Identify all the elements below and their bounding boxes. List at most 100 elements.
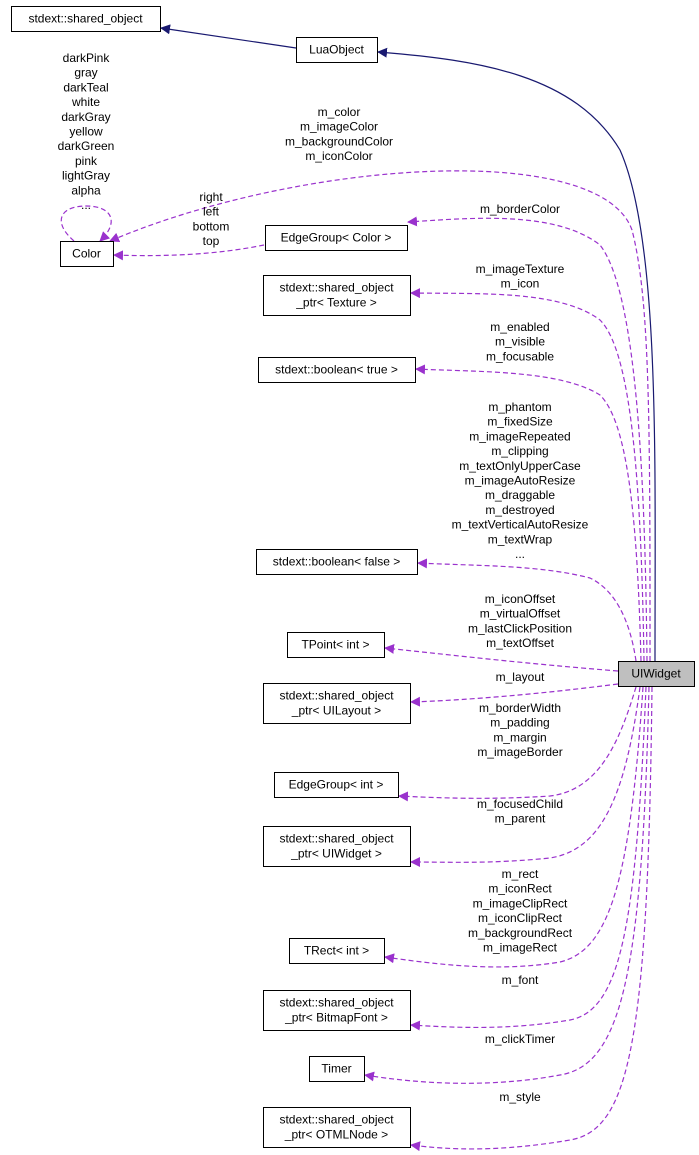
class-name: stdext::shared_object [28, 12, 143, 26]
member-label: m_textVerticalAutoResize [452, 518, 589, 532]
edge-edgegroup-to-color [113, 244, 265, 261]
class-name: stdext::shared_object [279, 996, 394, 1010]
edge-label-widget-to-font: m_font [502, 973, 539, 987]
member-label: alpha [71, 183, 101, 197]
class-box [256, 549, 418, 575]
class-name: _ptr< Texture > [295, 295, 377, 309]
member-label: m_backgroundRect [468, 926, 573, 940]
edge-widget-to-tpoint [384, 643, 619, 672]
member-arrow [113, 244, 265, 261]
member-label: m_backgroundColor [285, 134, 393, 148]
edge-widget-to-bool-false [417, 558, 637, 662]
member-label: m_imageBorder [477, 745, 562, 759]
edge-label-widget-to-edgegroup-color: m_borderColor [480, 202, 560, 216]
class-name: Color [72, 247, 101, 261]
class-node-sop-uilayout[interactable]: stdext::shared_object_ptr< UILayout > [263, 683, 411, 724]
member-arrow [410, 686, 647, 1031]
class-box [263, 683, 411, 724]
class-node-sop-uiwidget[interactable]: stdext::shared_object_ptr< UIWidget > [263, 826, 411, 867]
member-label: gray [74, 66, 97, 80]
edge-label-widget-to-trect: m_rectm_iconRectm_imageClipRectm_iconCli… [468, 867, 573, 955]
member-label: darkGray [61, 110, 110, 124]
member-label: m_parent [495, 812, 546, 826]
class-node-tpoint-int[interactable]: TPoint< int > [287, 632, 385, 658]
member-arrow [60, 205, 112, 242]
edge-widget-to-edgegroup-color [407, 216, 648, 662]
class-box [296, 37, 378, 63]
class-node-sop-otmlnode[interactable]: stdext::shared_object_ptr< OTMLNode > [263, 1107, 411, 1148]
edge-widget-to-edgegroup-int [398, 686, 637, 802]
class-box [263, 826, 411, 867]
edge-label-widget-to-edgegroup-int: m_borderWidthm_paddingm_marginm_imageBor… [477, 701, 562, 759]
member-arrow [384, 643, 619, 672]
member-arrow [410, 683, 619, 707]
member-label: m_icon [501, 277, 540, 291]
class-box [60, 241, 114, 267]
class-name: _ptr< OTMLNode > [284, 1127, 388, 1141]
class-node-edge-group-int[interactable]: EdgeGroup< int > [274, 772, 399, 798]
member-label: right [199, 190, 223, 204]
class-node-uiwidget[interactable]: UIWidget [618, 661, 695, 687]
member-label: darkPink [63, 51, 111, 65]
member-arrow [109, 170, 651, 662]
member-label: yellow [69, 125, 103, 139]
member-label: bottom [193, 219, 230, 233]
class-node-sop-texture[interactable]: stdext::shared_object_ptr< Texture > [263, 275, 411, 316]
member-label: m_font [502, 973, 539, 987]
member-label: m_clickTimer [485, 1032, 555, 1046]
member-label: m_focusable [486, 349, 554, 363]
class-box [287, 632, 385, 658]
class-name: UIWidget [631, 667, 681, 681]
member-label: m_imageColor [300, 120, 378, 134]
member-arrow [410, 288, 645, 662]
class-box [289, 938, 385, 964]
class-node-shared-object[interactable]: stdext::shared_object [11, 6, 161, 32]
class-box [309, 1056, 365, 1082]
edge-widget-to-lua [377, 47, 656, 662]
member-label: m_fixedSize [487, 415, 553, 429]
class-name: TPoint< int > [301, 638, 369, 652]
edge-label-widget-to-color: m_colorm_imageColorm_backgroundColorm_ic… [285, 105, 393, 163]
member-label: m_iconColor [305, 149, 372, 163]
member-label: ... [81, 198, 91, 212]
member-label: m_imageRect [483, 941, 558, 955]
edge-label-widget-to-timer: m_clickTimer [485, 1032, 555, 1046]
edge-widget-to-texture [410, 288, 645, 662]
class-node-color[interactable]: Color [60, 241, 114, 267]
member-label: m_enabled [490, 320, 549, 334]
member-label: m_layout [496, 670, 545, 684]
member-label: m_draggable [485, 488, 555, 502]
member-label: m_focusedChild [477, 797, 563, 811]
member-label: m_textOnlyUpperCase [459, 459, 581, 473]
class-node-trect-int[interactable]: TRect< int > [289, 938, 385, 964]
edge-widget-to-trect [384, 686, 644, 968]
class-node-timer[interactable]: Timer [309, 1056, 365, 1082]
edge-label-widget-to-bool-false: m_phantomm_fixedSizem_imageRepeatedm_cli… [452, 400, 589, 561]
member-label: lightGray [62, 169, 110, 183]
member-label: m_visible [495, 335, 545, 349]
member-arrow [410, 686, 653, 1152]
class-name: stdext::boolean< false > [273, 555, 400, 569]
class-box [263, 990, 411, 1031]
class-node-bool-false[interactable]: stdext::boolean< false > [256, 549, 418, 575]
class-node-edge-group-color[interactable]: EdgeGroup< Color > [265, 225, 408, 251]
member-label: m_margin [493, 730, 546, 744]
member-label: m_iconOffset [485, 592, 556, 606]
member-label: m_iconClipRect [478, 911, 563, 925]
edge-label-widget-to-layout: m_layout [496, 670, 545, 684]
class-node-lua-object[interactable]: LuaObject [296, 37, 378, 63]
edge-widget-to-layout [410, 683, 619, 707]
edge-label-widget-to-tpoint: m_iconOffsetm_virtualOffsetm_lastClickPo… [468, 592, 572, 650]
class-node-bool-true[interactable]: stdext::boolean< true > [258, 357, 416, 383]
class-name: TRect< int > [304, 944, 369, 958]
member-label: m_virtualOffset [480, 607, 561, 621]
class-name: LuaObject [309, 43, 364, 57]
class-name: _ptr< BitmapFont > [284, 1010, 388, 1024]
edge-label-widget-to-style: m_style [499, 1090, 541, 1104]
class-name: Timer [321, 1062, 351, 1076]
class-box [258, 357, 416, 383]
inheritance-arrow [160, 24, 297, 49]
class-node-sop-bitmapfont[interactable]: stdext::shared_object_ptr< BitmapFont > [263, 990, 411, 1031]
